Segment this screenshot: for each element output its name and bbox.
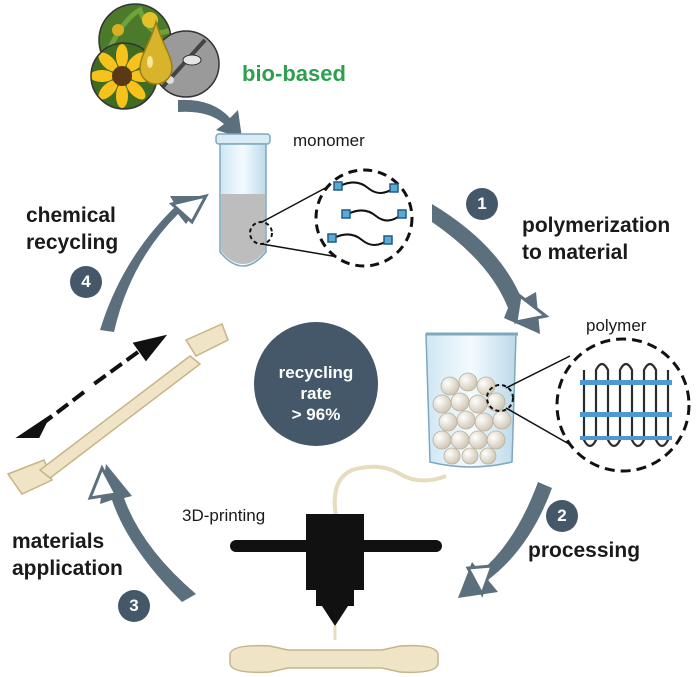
monomer-nodes xyxy=(327,181,407,245)
arrow-step-1 xyxy=(432,204,540,334)
step-4-badge: 4 xyxy=(70,266,102,298)
arrowheads xyxy=(87,193,550,598)
bio-source-images xyxy=(90,3,220,110)
monomer-zoom-circle xyxy=(314,168,414,268)
tensile-specimen xyxy=(6,322,229,495)
3d-printing-label: 3D-printing xyxy=(182,506,266,525)
nozzle xyxy=(322,606,348,626)
polymer-beaker xyxy=(425,332,518,468)
step-2-badge: 2 xyxy=(546,500,578,532)
step-3-line2: application xyxy=(12,557,123,580)
printer-head xyxy=(306,514,364,590)
polymer-zoom-spot xyxy=(486,384,514,412)
polymer-zoom-circle xyxy=(555,337,691,473)
source-to-tube-arrow xyxy=(178,99,242,138)
arrowhead-4 xyxy=(168,193,209,225)
step-1-badge: 1 xyxy=(466,188,498,220)
crosslink-nodes xyxy=(580,380,672,440)
stretch-double-arrow xyxy=(15,334,168,438)
step-2-line1: processing xyxy=(528,539,641,562)
3d-printer xyxy=(229,464,447,674)
recycling-rate-text: recycling rate > 96% xyxy=(258,362,374,425)
polymer-beads xyxy=(432,372,512,465)
monomer-test-tube xyxy=(215,133,271,267)
polymer-label: polymer xyxy=(586,316,647,335)
recycling-rate-line2: rate xyxy=(300,384,332,403)
step-4-label: chemical recycling xyxy=(26,202,118,256)
arrow-step-2 xyxy=(458,482,552,598)
step-1-label: polymerization to material xyxy=(522,212,670,266)
arrowhead-3 xyxy=(87,464,119,500)
step-3-badge: 3 xyxy=(118,590,150,622)
recycling-rate-circle xyxy=(254,322,378,446)
recycling-rate-line3: > 96% xyxy=(291,405,341,424)
arrowhead-2 xyxy=(465,564,495,598)
zoom-line xyxy=(505,355,571,389)
recycling-rate-line1: recycling xyxy=(278,363,354,382)
step-3-line1: materials xyxy=(12,530,105,553)
monomer-zoom-spot xyxy=(249,221,273,245)
step-3-label: materials application xyxy=(12,528,123,582)
step-2-label: processing xyxy=(528,537,640,564)
step-4-line2: recycling xyxy=(26,231,119,254)
zoom-line xyxy=(505,407,577,449)
arrowhead-1 xyxy=(514,293,550,324)
oil-drop-icon xyxy=(139,19,173,85)
step-1-line1: polymerization xyxy=(522,214,671,237)
monomer-label: monomer xyxy=(293,131,365,150)
filament xyxy=(332,464,447,517)
printed-specimen xyxy=(229,644,439,674)
arrow-step-3 xyxy=(100,464,196,602)
step-4-line1: chemical xyxy=(26,204,116,227)
zoom-line xyxy=(261,243,345,259)
step-1-line2: to material xyxy=(522,241,629,264)
bio-based-label: bio-based xyxy=(242,61,346,86)
